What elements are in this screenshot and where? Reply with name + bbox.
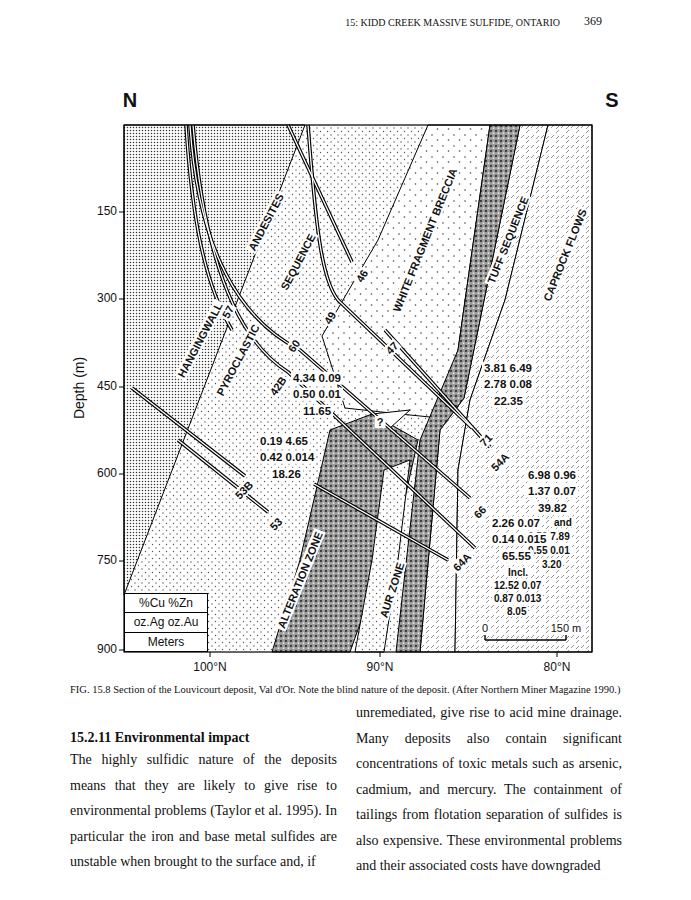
depth-tick-label: 900 — [97, 643, 117, 656]
plot-frame — [124, 125, 592, 652]
assay-value: 0.42 0.014 — [258, 451, 316, 464]
assay-value: 2.26 0.07 — [490, 517, 542, 530]
assay-value: 65.55 — [500, 550, 533, 563]
assay-value: 11.65 — [301, 405, 333, 418]
section-heading: 15.2.11 Environmental impact — [70, 725, 340, 751]
latitude-tick-label: 100°N — [193, 661, 227, 674]
key-text: %Cu %Zn — [125, 594, 207, 612]
assay-value: 0.14 0.015 — [490, 533, 548, 546]
ore-lens — [372, 410, 410, 428]
assay-value: ? — [375, 416, 386, 428]
assay-value: 6.98 0.96 — [526, 469, 578, 482]
figure-caption: FIG. 15.8 Section of the Louvicourt depo… — [70, 683, 622, 696]
page-number: 369 — [584, 15, 602, 28]
assay-value: 0.19 4.65 — [258, 435, 310, 448]
assay-value: 0.50 0.01 — [291, 388, 343, 401]
assay-value: 3.81 6.49 — [482, 362, 534, 375]
assay-value: 0.87 0.013 — [492, 593, 543, 604]
scale-bar — [485, 635, 566, 640]
assay-value: 8.05 — [505, 606, 528, 617]
key-text: oz.Ag oz.Au — [125, 612, 207, 631]
assay-value: 2.78 0.08 — [482, 378, 534, 391]
running-header: 15: KIDD CREEK MASSIVE SULFIDE, ONTARIO — [345, 17, 560, 28]
assay-value: 12.52 0.07 — [492, 580, 543, 591]
scale-label: 150 m — [549, 622, 584, 634]
assay-value: 0.55 0.01 — [526, 545, 572, 556]
latitude-tick-label: 80°N — [544, 661, 571, 674]
hangingwall-andesites — [124, 125, 305, 595]
depth-tick-label: 150 — [97, 205, 117, 218]
drill-holes — [132, 125, 490, 560]
compass-label: S — [605, 89, 618, 111]
body-text: unremediated, give rise to acid mine dra… — [356, 700, 622, 879]
depth-tick-label: 750 — [97, 554, 117, 567]
key-text: Meters — [125, 632, 207, 651]
caprock-flows — [455, 125, 592, 652]
body-text: The highly sulfidic nature of the deposi… — [70, 747, 337, 875]
assay-value: Incl. — [506, 567, 530, 578]
latitude-tick-label: 90°N — [367, 661, 394, 674]
aur-zone — [355, 460, 410, 652]
depth-tick-label: 300 — [97, 292, 117, 305]
assay-value: 4.34 0.09 — [291, 372, 343, 385]
assay-value: 1.37 0.07 — [526, 485, 578, 498]
pyroclastic-ground — [124, 125, 592, 652]
depth-tick-label: 600 — [97, 467, 117, 480]
assay-value: 22.35 — [492, 395, 525, 408]
compass-label: N — [123, 89, 137, 111]
assay-value: 3.20 — [540, 559, 563, 570]
key-box: %Cu %Znoz.Ag oz.AuMeters — [124, 593, 208, 652]
assay-value: and — [552, 517, 574, 528]
axis-title: Depth (m) — [72, 357, 87, 419]
scale-label: 0 — [480, 622, 490, 634]
assay-value: 18.26 — [270, 468, 303, 481]
assay-value: 39.82 — [536, 502, 569, 515]
depth-tick-label: 450 — [97, 380, 117, 393]
